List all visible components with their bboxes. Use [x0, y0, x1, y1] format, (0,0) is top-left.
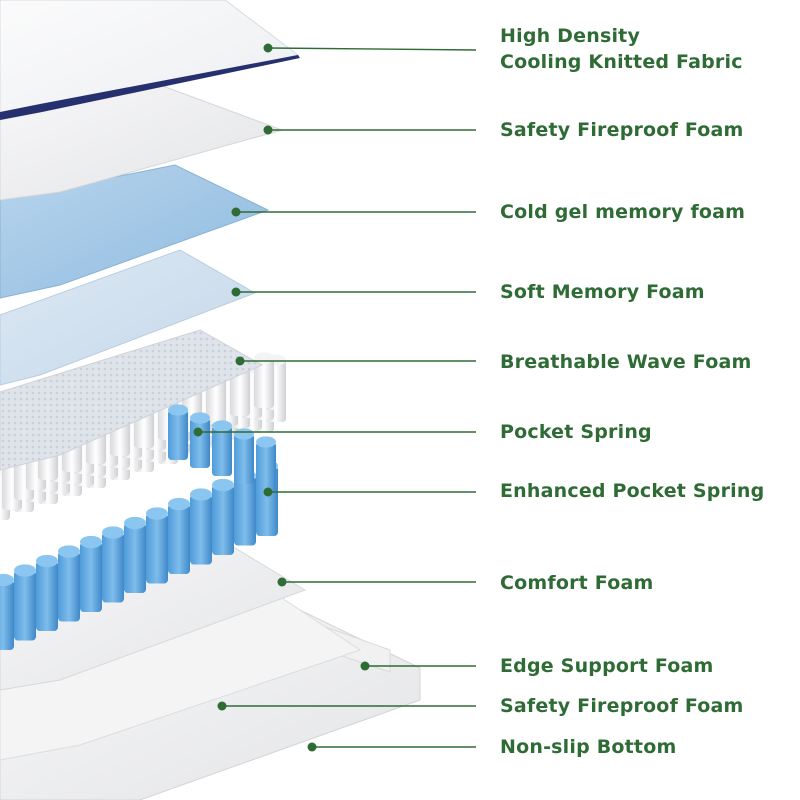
- label-line: Safety Fireproof Foam: [500, 695, 744, 717]
- edge-spring-blue: [212, 420, 232, 476]
- label-fireproof-bottom: Safety Fireproof Foam: [500, 693, 744, 719]
- leader-dot-wave: [235, 356, 245, 366]
- leader-dot-fireproof-top: [263, 125, 273, 135]
- label-line: Pocket Spring: [500, 421, 652, 443]
- leader-dot-comfort: [277, 577, 287, 587]
- pocket-spring-blue: [58, 545, 80, 622]
- pocket-spring-blue: [0, 573, 14, 650]
- label-line: Non-slip Bottom: [500, 736, 677, 758]
- breathable-wave-foam-layer: [0, 329, 264, 471]
- cold-gel-memory-foam-layer: [0, 164, 270, 299]
- edge-spring-blue: [190, 412, 210, 468]
- leader-line-fabric: [267, 47, 477, 51]
- label-line: Soft Memory Foam: [500, 281, 705, 303]
- pocket-spring-blue: [80, 535, 102, 612]
- label-gel: Cold gel memory foam: [500, 199, 745, 225]
- pocket-spring-blue: [124, 516, 146, 593]
- label-nonslip: Non-slip Bottom: [500, 734, 676, 760]
- pocket-spring-blue: [212, 478, 234, 555]
- edge-spring-blue: [256, 436, 276, 492]
- leader-dot-soft: [231, 287, 241, 297]
- leader-dot-gel: [231, 207, 241, 217]
- label-soft: Soft Memory Foam: [500, 279, 705, 305]
- label-line: Enhanced Pocket Spring: [500, 480, 765, 502]
- leader-dot-pocket: [193, 427, 203, 437]
- label-line: Comfort Foam: [500, 572, 654, 594]
- pocket-spring-blue: [36, 554, 58, 631]
- leader-dot-enhanced: [263, 487, 273, 497]
- label-wave: Breathable Wave Foam: [500, 349, 751, 375]
- pocket-spring-blue: [14, 564, 36, 641]
- leader-dot-fabric: [263, 43, 273, 53]
- label-line: High Density: [500, 25, 641, 47]
- edge-spring-blue: [168, 404, 188, 460]
- pocket-spring-blue: [102, 526, 124, 603]
- label-line: Edge Support Foam: [500, 655, 714, 677]
- leader-lines: [193, 43, 477, 752]
- label-line: Cold gel memory foam: [500, 201, 746, 223]
- label-comfort: Comfort Foam: [500, 570, 653, 596]
- soft-memory-foam-layer: [0, 249, 257, 386]
- label-line: Cooling Knitted Fabric: [500, 51, 743, 73]
- pocket-spring-blue: [168, 497, 190, 574]
- label-fireproof-top: Safety Fireproof Foam: [500, 117, 744, 143]
- label-edge: Edge Support Foam: [500, 653, 714, 679]
- pocket-spring-blue: [146, 507, 168, 584]
- label-line: Safety Fireproof Foam: [500, 119, 744, 141]
- leader-dot-fireproof-bottom: [217, 701, 227, 711]
- edge-spring-blue: [234, 428, 254, 484]
- label-line: Breathable Wave Foam: [500, 351, 752, 373]
- label-pocket: Pocket Spring: [500, 419, 652, 445]
- label-enhanced: Enhanced Pocket Spring: [500, 478, 764, 504]
- pocket-spring-blue: [190, 488, 212, 565]
- leader-dot-nonslip: [307, 742, 317, 752]
- leader-dot-edge: [360, 661, 370, 671]
- fabric-edge-piping: [0, 55, 300, 120]
